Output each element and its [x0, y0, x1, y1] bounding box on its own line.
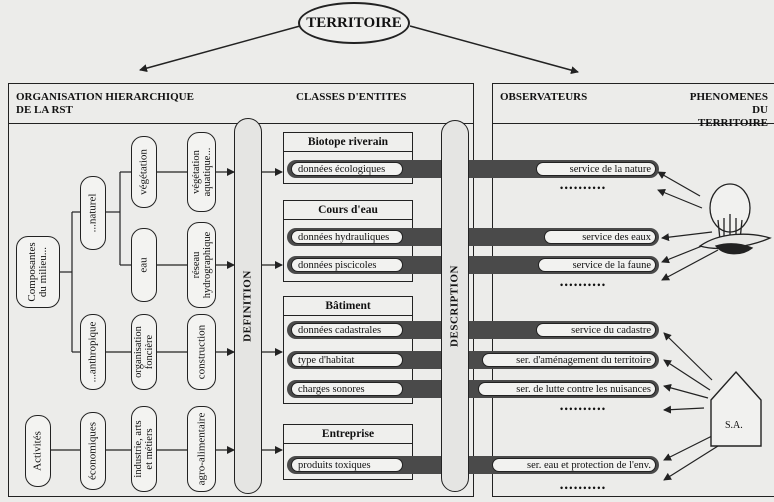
observateurs-heading: OBSERVATEURS	[500, 91, 588, 103]
service-faune: service de la faune	[538, 258, 656, 272]
node-vegetation-aquatique: végétation aquatique...	[187, 132, 216, 212]
node-vegetation-aquatique-line1: végétation	[190, 150, 202, 194]
house-label: S.A.	[725, 420, 743, 431]
service-cadastre: service du cadastre	[536, 323, 656, 337]
definition-label: DEFINITION	[241, 270, 254, 342]
service-nature: service de la nature	[536, 162, 656, 176]
definition-bar: DEFINITION	[234, 118, 262, 494]
node-naturel: ...naturel	[80, 176, 106, 250]
arrow-to-right-panel	[409, 25, 579, 75]
node-anthropique-label: ...anthropique	[86, 321, 99, 383]
node-organisation-label: organisation foncière	[133, 326, 155, 378]
dots-row-1: ••••••••••	[560, 183, 607, 193]
service-amenagement: ser. d'aménagement du territoire	[482, 353, 656, 367]
description-label: DESCRIPTION	[448, 265, 461, 347]
phenomenes-heading: PHENOMENES DU TERRITOIRE	[686, 91, 768, 130]
node-organisation: organisation foncière	[131, 314, 157, 390]
row-label-sonores: charges sonores	[291, 382, 403, 396]
tree-icon-arrows	[657, 171, 719, 281]
house-icon	[710, 370, 762, 447]
rst-heading: ORGANISATION HIERARCHIQUE DE LA RST	[16, 91, 194, 117]
territoire-title: TERRITOIRE	[298, 2, 410, 44]
node-agro: agro-alimentaire	[187, 406, 216, 492]
node-vegetation-aquatique-line2: aquatique...	[201, 147, 213, 197]
node-reseau-line1: réseau	[190, 251, 202, 279]
node-organisation-line1: organisation	[133, 326, 144, 378]
house-icon-arrows	[663, 332, 719, 481]
rst-heading-line1: ORGANISATION HIERARCHIQUE	[16, 91, 194, 103]
description-bar: DESCRIPTION	[441, 120, 469, 492]
row-label-hydrauliques: données hydrauliques	[291, 230, 403, 244]
arrow-to-left-panel	[139, 25, 301, 73]
dots-row-3: ••••••••••	[560, 404, 607, 414]
node-reseau: réseau hydrographique	[187, 222, 216, 308]
right-panel-header	[493, 84, 774, 124]
definition-connectors	[216, 168, 283, 454]
classes-heading: CLASSES D'ENTITES	[296, 91, 407, 103]
node-economiques: économiques	[80, 412, 106, 490]
tree-connectors	[51, 171, 187, 451]
node-reseau-line2: hydrographique	[201, 231, 213, 299]
node-composantes-line2: du milieu...	[37, 246, 49, 298]
node-composantes-label: Composantes du milieu...	[26, 242, 49, 301]
service-nuisances: ser. de lutte contre les nuisances	[478, 382, 656, 396]
node-industrie-label: industrie, arts et métiers	[133, 420, 155, 477]
right-panel	[492, 83, 774, 497]
phenomenes-heading-line2: DU TERRITOIRE	[697, 104, 768, 129]
service-eau-environnement: ser. eau et protection de l'env.	[492, 458, 656, 472]
row-label-cadastrales: données cadastrales	[291, 323, 403, 337]
row-label-toxiques: produits toxiques	[291, 458, 403, 472]
row-label-ecologiques: données écologiques	[291, 162, 403, 176]
dots-row-2: ••••••••••	[560, 280, 607, 290]
node-composantes: Composantes du milieu...	[16, 236, 60, 308]
tree-icon	[698, 183, 772, 255]
class-entreprise-head: Entreprise	[284, 425, 412, 444]
node-reseau-label: réseau hydrographique	[191, 232, 213, 298]
node-construction-label: construction	[195, 324, 207, 380]
phenomenes-heading-line1: PHENOMENES	[689, 91, 768, 103]
node-organisation-line2: foncière	[144, 334, 155, 370]
node-industrie-line2: et métiers	[144, 428, 155, 470]
row-label-piscicoles: données piscicoles	[291, 258, 403, 272]
node-activites: Activités	[25, 415, 51, 487]
rst-heading-line2: DE LA RST	[16, 104, 73, 116]
class-cours-deau-head: Cours d'eau	[284, 201, 412, 220]
node-economiques-label: économiques	[86, 421, 99, 481]
node-activites-label: Activités	[31, 431, 44, 471]
node-agro-label: agro-alimentaire	[195, 412, 207, 486]
node-anthropique: ...anthropique	[80, 314, 106, 390]
class-batiment-head: Bâtiment	[284, 297, 412, 316]
service-eaux: service des eaux	[544, 230, 656, 244]
row-label-habitat: type d'habitat	[291, 353, 403, 367]
node-vegetation-label: végétation	[137, 149, 150, 195]
node-vegetation-aquatique-label: végétation aquatique...	[191, 148, 213, 197]
node-industrie-line1: industrie, arts	[133, 420, 144, 478]
node-naturel-label: ...naturel	[86, 193, 99, 233]
node-industrie: industrie, arts et métiers	[131, 406, 157, 492]
node-vegetation: végétation	[131, 136, 157, 208]
node-eau-label: eau	[137, 257, 150, 273]
node-eau: eau	[131, 228, 157, 302]
node-construction: construction	[187, 314, 216, 390]
dots-row-4: ••••••••••	[560, 483, 607, 493]
class-biotope-head: Biotope riverain	[284, 133, 412, 152]
